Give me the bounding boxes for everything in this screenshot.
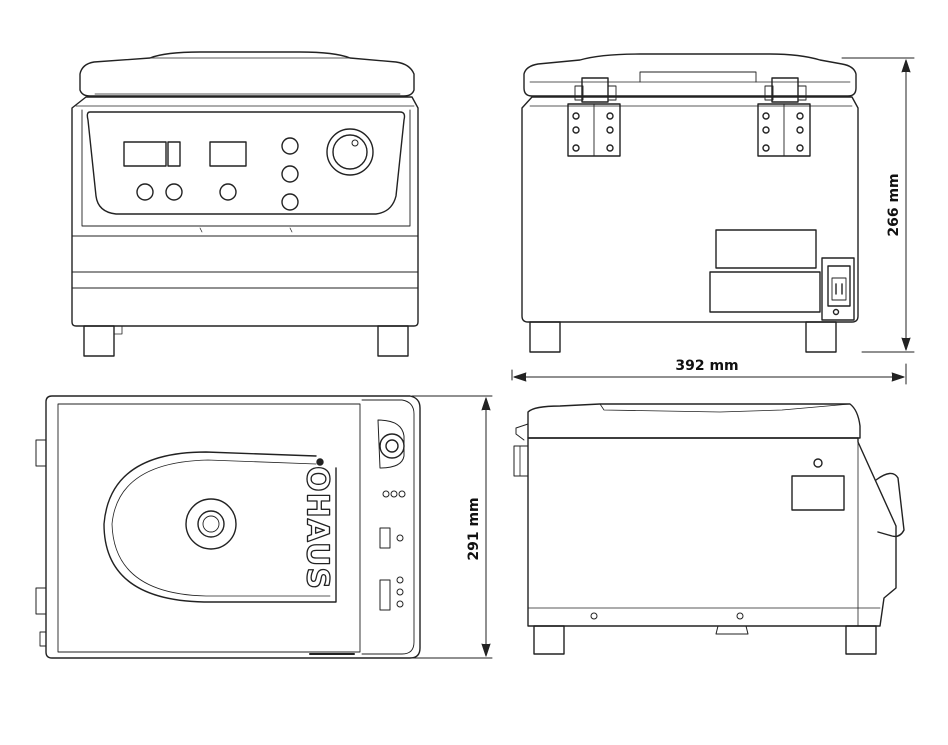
back-label-upper bbox=[715, 229, 817, 269]
front-foot-left bbox=[83, 325, 115, 357]
front-button bbox=[219, 183, 237, 201]
back-label-lower bbox=[709, 271, 821, 313]
front-button bbox=[165, 183, 183, 201]
top-body bbox=[45, 395, 421, 659]
front-body bbox=[71, 96, 419, 327]
dimension-depth bbox=[411, 395, 493, 659]
front-button bbox=[281, 193, 299, 211]
width-dimension-label: 392 mm bbox=[675, 358, 738, 374]
side-label bbox=[791, 475, 845, 511]
front-control-panel bbox=[86, 111, 406, 215]
back-lid bbox=[523, 53, 857, 97]
side-view bbox=[513, 403, 905, 655]
hinge-right bbox=[757, 77, 811, 157]
back-view bbox=[521, 53, 859, 353]
front-display-left bbox=[123, 141, 167, 167]
side-knob bbox=[875, 472, 905, 538]
top-knob bbox=[379, 433, 405, 459]
dimension-width bbox=[511, 363, 907, 385]
hinge-left bbox=[567, 77, 621, 157]
front-button bbox=[281, 137, 299, 155]
top-center-hub bbox=[185, 498, 237, 550]
front-lid bbox=[79, 51, 415, 97]
front-foot-right bbox=[377, 325, 409, 357]
side-body bbox=[527, 437, 897, 627]
side-foot-right bbox=[845, 625, 877, 655]
front-knob bbox=[326, 128, 374, 176]
back-foot-right bbox=[805, 321, 837, 353]
top-view bbox=[35, 395, 421, 659]
front-display-left-indicator bbox=[167, 141, 181, 167]
back-body bbox=[521, 96, 859, 323]
front-button bbox=[136, 183, 154, 201]
top-lid-outline bbox=[103, 451, 337, 603]
front-display-right bbox=[209, 141, 247, 167]
height-dimension-label: 266 mm bbox=[886, 173, 902, 236]
front-view bbox=[71, 51, 419, 357]
back-foot-left bbox=[529, 321, 561, 353]
side-lid bbox=[527, 403, 861, 439]
ohaus-logo: OHAUS bbox=[300, 466, 335, 590]
power-inlet bbox=[821, 257, 855, 321]
side-foot-left bbox=[533, 625, 565, 655]
front-button bbox=[281, 165, 299, 183]
dimension-height bbox=[841, 57, 915, 353]
depth-dimension-label: 291 mm bbox=[466, 497, 482, 560]
